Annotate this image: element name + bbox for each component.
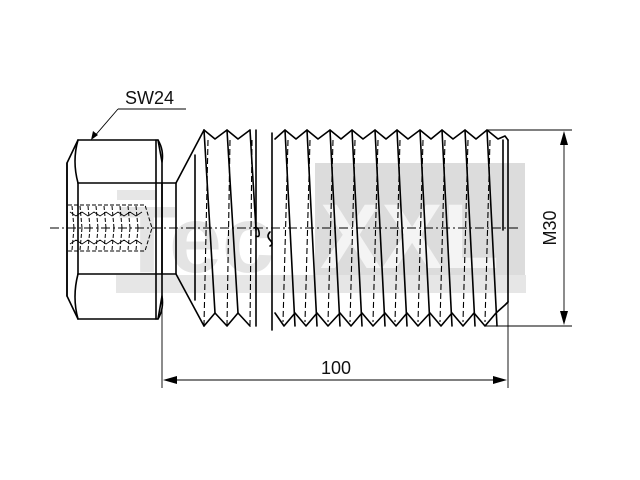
length-label: 100 [321,358,351,378]
thread-helix-hidden [372,139,379,323]
thread-right [271,129,509,331]
thread-helix-hidden [304,139,311,323]
hex-head [66,139,164,320]
watermark-prefix: Tec [118,187,275,293]
thread-helix-hidden [439,139,446,323]
thread-helix-hidden [484,139,491,323]
thread-helix-hidden [349,139,356,323]
dimension-length: 100 [161,296,509,388]
thread-helix-hidden [282,139,289,323]
watermark-bar [117,190,157,200]
wrench-size-label: SW24 [125,88,174,108]
thread-helix-hidden [462,139,469,323]
internal-thread [68,204,153,252]
wrench-size-callout: SW24 [91,88,186,140]
thread-size-label: M30 [540,210,560,245]
thread-helix-hidden [394,139,401,323]
dimension-diameter: M30 [485,129,572,327]
thread-helix-hidden [327,139,334,323]
watermark-underline [116,275,526,293]
thread-helix-hidden [417,139,424,323]
